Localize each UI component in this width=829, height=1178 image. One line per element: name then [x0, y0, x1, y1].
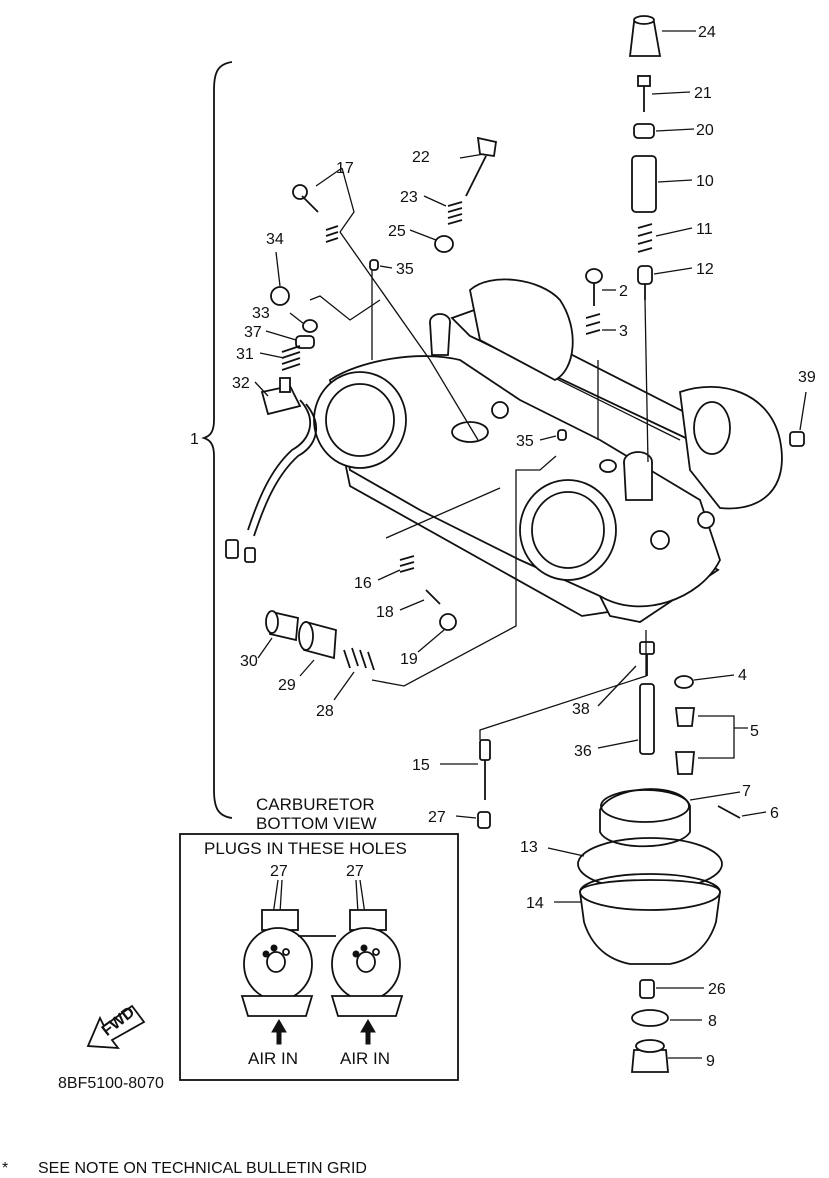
inset-title-line2: BOTTOM VIEW: [256, 814, 377, 833]
callout-29: 29: [278, 677, 296, 694]
leader-lines: [254, 30, 807, 1059]
callout-labels: 1 2 3 4 5 6 7 8 9 10 11 12 13 14 15 16 1…: [190, 24, 816, 1070]
fwd-arrow-icon: FWD: [86, 1004, 146, 1050]
callout-9: 9: [706, 1053, 715, 1070]
air-in-label-left: AIR IN: [248, 1049, 298, 1068]
callout-1: 1: [190, 431, 199, 448]
inset-frame: [179, 833, 459, 1081]
callout-22: 22: [412, 149, 430, 166]
left-parts: [225, 136, 567, 671]
footnote-marker: *: [2, 1160, 9, 1177]
callout-12: 12: [696, 261, 714, 278]
callout-28: 28: [316, 703, 334, 720]
callout-33: 33: [252, 305, 270, 322]
callout-14: 14: [526, 895, 544, 912]
callout-8: 8: [708, 1013, 717, 1030]
callout-11: 11: [696, 221, 713, 238]
callout-13: 13: [520, 839, 538, 856]
callout-26: 26: [708, 981, 726, 998]
callout-27: 27: [428, 809, 446, 826]
inset-plug-label-left: 27: [270, 863, 288, 880]
carburetor-body: [247, 278, 783, 623]
callout-23: 23: [400, 189, 418, 206]
callout-32: 32: [232, 375, 250, 392]
callout-21: 21: [694, 85, 712, 102]
callout-5: 5: [750, 723, 759, 740]
assembly-bracket: [201, 61, 233, 819]
callout-2: 2: [619, 283, 628, 300]
technical-bulletin-footnote: * SEE NOTE ON TECHNICAL BULLETIN GRID: [2, 1160, 367, 1178]
callout-25: 25: [388, 223, 406, 240]
callout-4: 4: [738, 667, 747, 684]
callout-20: 20: [696, 122, 714, 139]
callout-37: 37: [244, 324, 262, 341]
callout-35a: 35: [396, 261, 414, 278]
callout-38: 38: [572, 701, 590, 718]
callout-39: 39: [798, 369, 816, 386]
callout-18: 18: [376, 604, 394, 621]
callout-19: 19: [400, 651, 418, 668]
callout-17: 17: [336, 160, 354, 177]
footnote-text: SEE NOTE ON TECHNICAL BULLETIN GRID: [38, 1160, 367, 1177]
part-number: 8BF5100-8070: [58, 1075, 164, 1092]
callout-36: 36: [574, 743, 592, 760]
callout-24: 24: [698, 24, 716, 41]
callout-35b: 35: [516, 433, 534, 450]
inset-plug-label-right: 27: [346, 863, 364, 880]
callout-7: 7: [742, 783, 751, 800]
callout-30: 30: [240, 653, 258, 670]
callout-6: 6: [770, 805, 779, 822]
callout-16: 16: [354, 575, 372, 592]
inset-header: PLUGS IN THESE HOLES: [204, 839, 407, 858]
callout-3: 3: [619, 323, 628, 340]
callout-31: 31: [236, 346, 254, 363]
air-in-label-right: AIR IN: [340, 1049, 390, 1068]
right-parts: [477, 15, 805, 1073]
callout-15: 15: [412, 757, 430, 774]
bottom-view-inset: CARBURETOR BOTTOM VIEW PLUGS IN THESE HO…: [179, 795, 459, 1081]
inset-title-line1: CARBURETOR: [256, 795, 375, 814]
callout-10: 10: [696, 173, 714, 190]
callout-34: 34: [266, 231, 284, 248]
